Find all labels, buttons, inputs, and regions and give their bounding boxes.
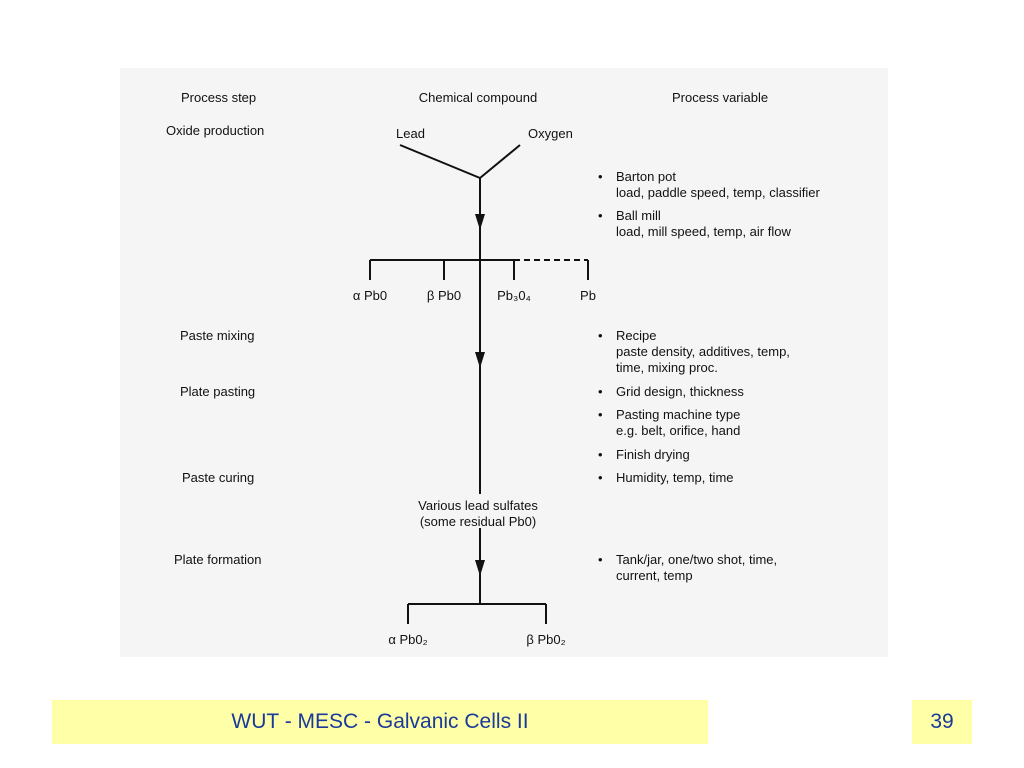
header-process-step: Process step [181, 90, 257, 105]
page-number-box: 39 [912, 700, 972, 744]
variable-barton-pot: Barton pot [616, 169, 676, 184]
step-oxide-production: Oxide production [166, 123, 265, 138]
variable-finish-drying: Finish drying [616, 447, 690, 462]
variable-recipe-detail-1: paste density, additives, temp, [616, 344, 790, 359]
compound-alpha-pbo: α Pb0 [352, 288, 388, 303]
bullet-icon: • [598, 169, 603, 184]
variable-barton-pot-detail: load, paddle speed, temp, classifier [616, 185, 820, 200]
compound-pb3o4: Pb₃0₄ [497, 288, 531, 303]
variable-ball-mill-detail: load, mill speed, temp, air flow [616, 224, 791, 239]
bullet-icon: • [598, 208, 603, 223]
compound-beta-pbo2: β Pb0₂ [526, 632, 566, 647]
variable-pasting-machine: Pasting machine type [616, 407, 741, 422]
header-chemical-compound: Chemical compound [418, 90, 538, 105]
step-paste-curing: Paste curing [182, 470, 255, 485]
arrowhead-2 [475, 352, 485, 368]
compound-oxygen: Oxygen [528, 126, 573, 141]
arrowhead-1 [475, 214, 485, 230]
compound-lead: Lead [396, 126, 425, 141]
step-plate-pasting: Plate pasting [180, 384, 256, 399]
oxygen-branch-line [479, 144, 521, 179]
compound-alpha-pbo2: α Pb0₂ [388, 632, 428, 647]
step-paste-mixing: Paste mixing [180, 328, 255, 343]
bullet-icon: • [598, 552, 603, 567]
footer-title: WUT - MESC - Galvanic Cells II [231, 710, 529, 733]
compound-beta-pbo: β Pb0 [426, 288, 462, 303]
variable-tank-jar-detail: current, temp [616, 568, 693, 583]
compound-various-sulfates: Various lead sulfates [418, 498, 538, 513]
arrowhead-3 [475, 560, 485, 576]
page-number: 39 [930, 710, 954, 733]
lead-branch-line [399, 144, 481, 179]
header-process-variable: Process variable [672, 90, 769, 105]
step-plate-formation: Plate formation [174, 552, 262, 567]
variable-tank-jar: Tank/jar, one/two shot, time, [616, 552, 778, 567]
variable-recipe: Recipe [616, 328, 657, 343]
compound-residual-pbo: (some residual Pb0) [419, 514, 537, 529]
variable-pasting-machine-detail: e.g. belt, orifice, hand [616, 423, 741, 438]
variable-recipe-detail-2: time, mixing proc. [616, 360, 718, 375]
footer-bar: WUT - MESC - Galvanic Cells II [52, 700, 708, 744]
process-flow-figure: Process step Chemical compound Process v… [120, 68, 888, 657]
bullet-icon: • [598, 384, 603, 399]
bullet-icon: • [598, 447, 603, 462]
variable-ball-mill: Ball mill [616, 208, 661, 223]
bullet-icon: • [598, 328, 603, 343]
flow-lines [369, 144, 589, 624]
variable-humidity: Humidity, temp, time [616, 470, 734, 485]
bullet-icon: • [598, 407, 603, 422]
compound-pb: Pb [580, 288, 596, 303]
variable-grid-design: Grid design, thickness [616, 384, 744, 399]
bullet-icon: • [598, 470, 603, 485]
